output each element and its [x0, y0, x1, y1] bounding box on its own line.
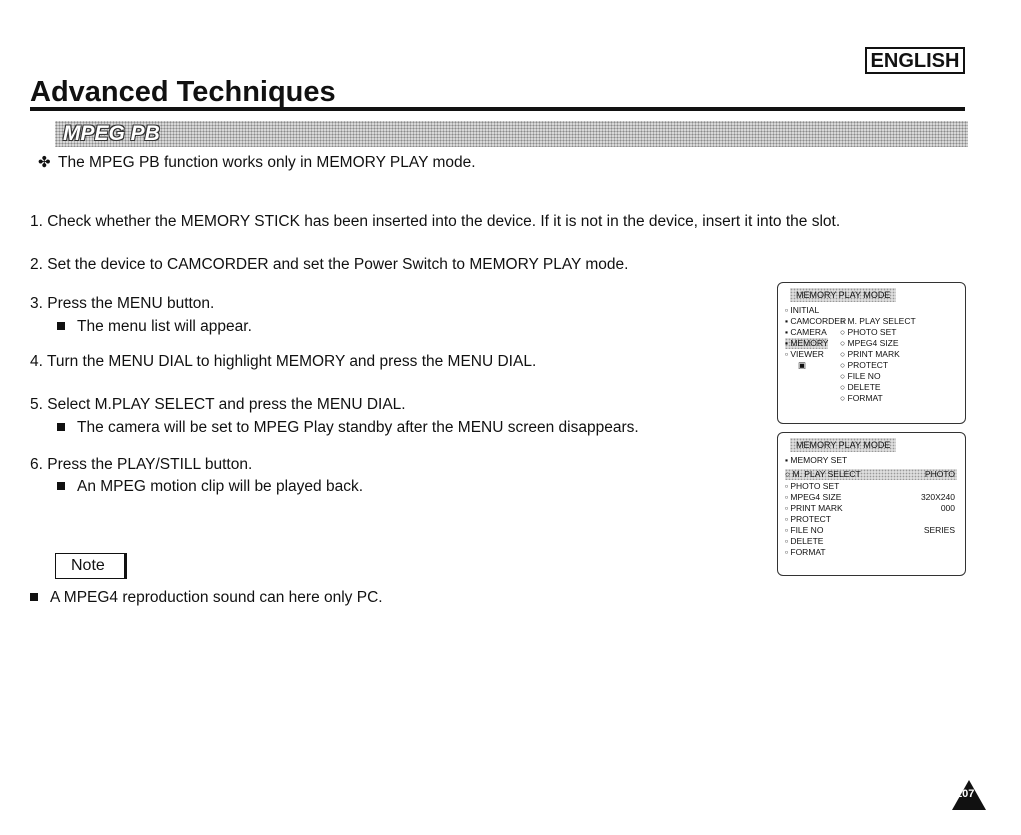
square-bullet-icon: [57, 321, 65, 330]
screen-1-right-7: FORMAT: [847, 393, 883, 403]
screen-2-row-7: ▫ FORMAT: [785, 547, 826, 557]
screen-1-item-viewer: ▫ VIEWER: [785, 349, 824, 359]
screen-1-item-initial: ▫ INITIAL: [785, 305, 820, 315]
section-heading: MPEG PB: [63, 122, 160, 145]
language-label: ENGLISH: [865, 47, 965, 74]
screen-2-row-5-label: FILE NO: [790, 525, 824, 535]
screen-1-left-2: CAMERA: [790, 327, 827, 337]
screen-1-sub-4: ○ PROTECT: [840, 360, 889, 370]
screen-1-left-3: MEMORY: [790, 338, 829, 348]
screen-1-right-0: M. PLAY SELECT: [847, 316, 916, 326]
square-bullet-icon: [30, 592, 38, 601]
screen-1-sub-1: ○ PHOTO SET: [840, 327, 897, 337]
screen-1-right-2: MPEG4 SIZE: [847, 338, 899, 348]
screen-1-right-1: PHOTO SET: [847, 327, 897, 337]
screen-1-left-4: VIEWER: [790, 349, 824, 359]
title-rule: [30, 107, 965, 111]
screen-2-row-2-label: MPEG4 SIZE: [790, 492, 842, 502]
screen-2-row-0-label: M. PLAY SELECT: [792, 469, 861, 479]
screen-1-sub-6: ○ DELETE: [840, 382, 881, 392]
step-3: 3. Press the MENU button.: [30, 295, 215, 312]
step-4: 4. Turn the MENU DIAL to highlight MEMOR…: [30, 353, 537, 370]
screen-1-left-1: CAMCORDER: [790, 316, 847, 326]
screen-1-right-4: PROTECT: [847, 360, 889, 370]
step-5-sub-text: The camera will be set to MPEG Play stan…: [77, 419, 639, 436]
section-banner: MPEG PB: [55, 121, 968, 147]
menu-screen-1: MEMORY PLAY MODE ▫ INITIAL ▪ CAMCORDER ▪…: [777, 282, 966, 424]
note-text: A MPEG4 reproduction sound can here only…: [30, 589, 383, 607]
screen-1-right-3: PRINT MARK: [847, 349, 900, 359]
screen-1-sub-0: ○ M. PLAY SELECT: [840, 316, 916, 326]
screen-1-sub-5: ○ FILE NO: [840, 371, 881, 381]
page-number-badge: 107: [952, 780, 986, 810]
intro-text: The MPEG PB function works only in MEMOR…: [58, 154, 476, 171]
note-text-body: A MPEG4 reproduction sound can here only…: [50, 589, 383, 606]
diamond-bullet-icon: ✤: [38, 154, 51, 171]
step-5: 5. Select M.PLAY SELECT and press the ME…: [30, 396, 406, 413]
square-bullet-icon: [57, 422, 65, 431]
step-2: 2. Set the device to CAMCORDER and set t…: [30, 256, 629, 273]
screen-2-row-2-value: 320X240: [920, 492, 955, 502]
screen-1-sub-3: ○ PRINT MARK: [840, 349, 900, 359]
square-bullet-icon: [57, 481, 65, 490]
screen-2-top: ▪ MEMORY SET: [785, 455, 848, 465]
screen-2-row-6-label: DELETE: [790, 536, 824, 546]
screen-2-row-3-label: PRINT MARK: [790, 503, 843, 513]
screen-2-row-3-value: 000: [940, 503, 955, 513]
screen-2-top-text: MEMORY SET: [790, 455, 848, 465]
screen-1-sub-2: ○ MPEG4 SIZE: [840, 338, 899, 348]
screen-2-row-4: ▫ PROTECT: [785, 514, 831, 524]
screen-1-left-0: INITIAL: [790, 305, 820, 315]
page-title: Advanced Techniques: [30, 76, 336, 108]
step-3-sub: The menu list will appear.: [57, 318, 252, 336]
page-number: 107: [956, 788, 975, 800]
screen-2-row-1: ▫ PHOTO SET: [785, 481, 840, 491]
screen-1-right-6: DELETE: [847, 382, 881, 392]
step-1: 1. Check whether the MEMORY STICK has be…: [30, 213, 841, 230]
screen-1-sub-7: ○ FORMAT: [840, 393, 883, 403]
screen-1-right-5: FILE NO: [847, 371, 881, 381]
screen-2-row-6: ▫ DELETE: [785, 536, 824, 546]
step-6-sub-text: An MPEG motion clip will be played back.: [77, 478, 364, 495]
step-6-sub: An MPEG motion clip will be played back.: [57, 478, 363, 496]
step-5-sub: The camera will be set to MPEG Play stan…: [57, 419, 639, 437]
note-label: Note: [55, 553, 127, 579]
screen-1-header: MEMORY PLAY MODE: [790, 288, 897, 302]
screen-2-row-7-label: FORMAT: [790, 547, 826, 557]
card-icon: ▣: [798, 360, 807, 370]
screen-2-row-1-label: PHOTO SET: [790, 481, 840, 491]
screen-1-item-camera: ▪ CAMERA: [785, 327, 827, 337]
screen-2-header: MEMORY PLAY MODE: [790, 438, 897, 452]
screen-1-item-camcorder: ▪ CAMCORDER: [785, 316, 847, 326]
screen-1-item-memory: ▪ MEMORY: [785, 338, 829, 349]
step-6: 6. Press the PLAY/STILL button.: [30, 456, 253, 473]
screen-2-row-4-label: PROTECT: [790, 514, 831, 524]
step-3-sub-text: The menu list will appear.: [77, 318, 252, 335]
screen-2-row-5-value: SERIES: [923, 525, 955, 535]
menu-screen-2: MEMORY PLAY MODE ▪ MEMORY SET ○ M. PLAY …: [777, 432, 966, 576]
screen-2-row-0-value: PHOTO: [924, 469, 955, 479]
